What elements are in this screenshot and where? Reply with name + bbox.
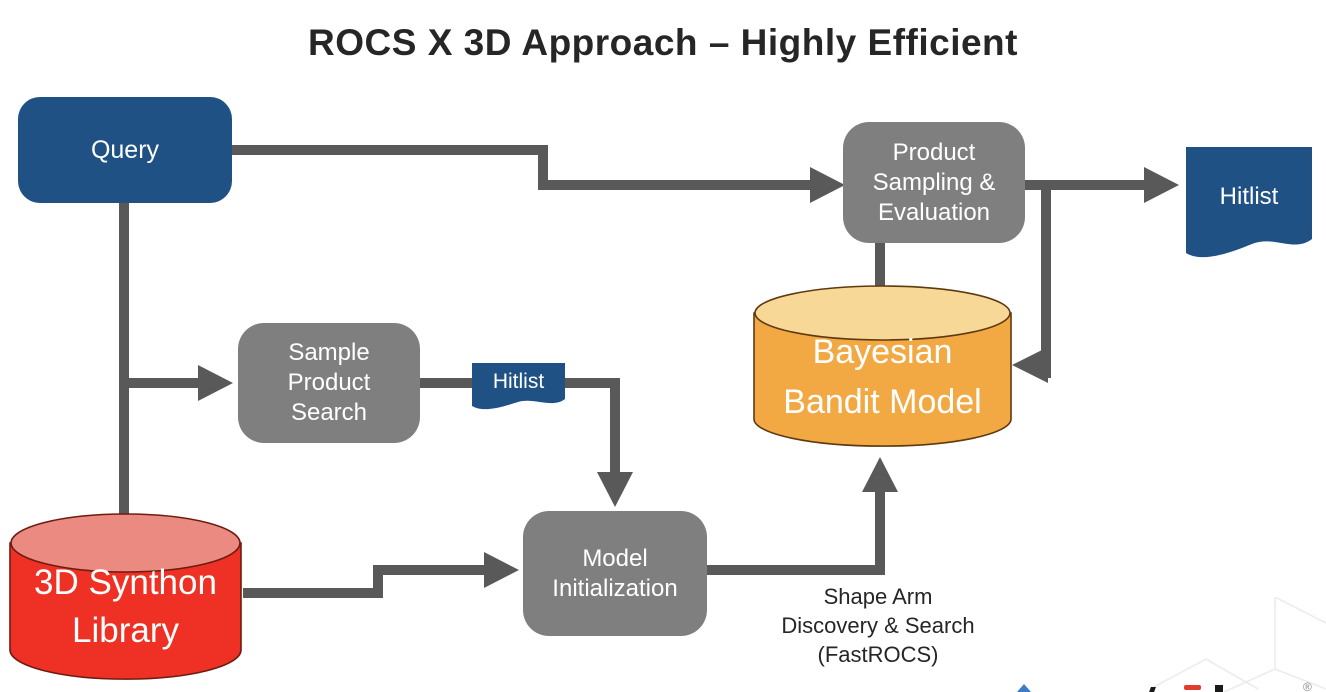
bayesian-bandit-model-label: Bayesian Bandit Model: [783, 333, 982, 421]
product-sampling-label: Product Sampling & Evaluation: [872, 138, 996, 226]
arrowhead: [597, 472, 633, 507]
logo-fragment-black-square: [1215, 685, 1223, 692]
logo-fragment-red-dash: [1184, 685, 1201, 690]
sample-product-search-node: Sample Product Search: [238, 323, 420, 443]
model-initialization-label: Model Initialization: [552, 544, 678, 602]
arrowhead: [198, 365, 233, 401]
arrowhead: [810, 167, 845, 203]
registered-trademark-icon: ®: [1303, 680, 1312, 692]
query-node: Query: [18, 97, 232, 203]
hitlist-document-node: Hitlist: [1186, 147, 1312, 267]
database-cylinder-shape: [753, 285, 1012, 447]
shape-arm-annotation: Shape Arm Discovery & Search (FastROCS): [781, 584, 975, 667]
bayesian-bandit-model-node: Bayesian Bandit Model: [753, 285, 1012, 447]
arrowhead: [862, 457, 898, 492]
database-cylinder-shape: [9, 513, 242, 680]
hitlist-label: Hitlist: [1219, 183, 1279, 210]
document-shape: [1186, 147, 1312, 258]
synthon-library-node: 3D Synthon Library: [9, 513, 242, 680]
arrowhead: [484, 552, 519, 588]
hitlist-small-document-node: Hitlist: [472, 363, 565, 413]
logo-fragment-blue-triangle: [1017, 684, 1031, 692]
document-shape: [472, 363, 565, 410]
synthon-library-label: 3D Synthon Library: [34, 563, 217, 650]
arrow-model-init-to-bandit: [707, 492, 885, 575]
hitlist-small-label: Hitlist: [492, 370, 545, 393]
arrow-query-to-product-sampling: [232, 145, 810, 190]
model-initialization-node: Model Initialization: [523, 511, 707, 636]
arrowhead: [1012, 347, 1048, 383]
product-sampling-node: Product Sampling & Evaluation: [843, 122, 1025, 243]
hexagon-watermark: [1149, 597, 1326, 692]
sample-product-search-label: Sample Product Search: [287, 339, 371, 426]
query-label: Query: [90, 135, 160, 164]
arrowhead: [1144, 167, 1179, 203]
arrow-synthon-to-model-init: [243, 565, 484, 598]
slide-title: ROCS X 3D Approach – Highly Efficient: [308, 22, 1018, 63]
